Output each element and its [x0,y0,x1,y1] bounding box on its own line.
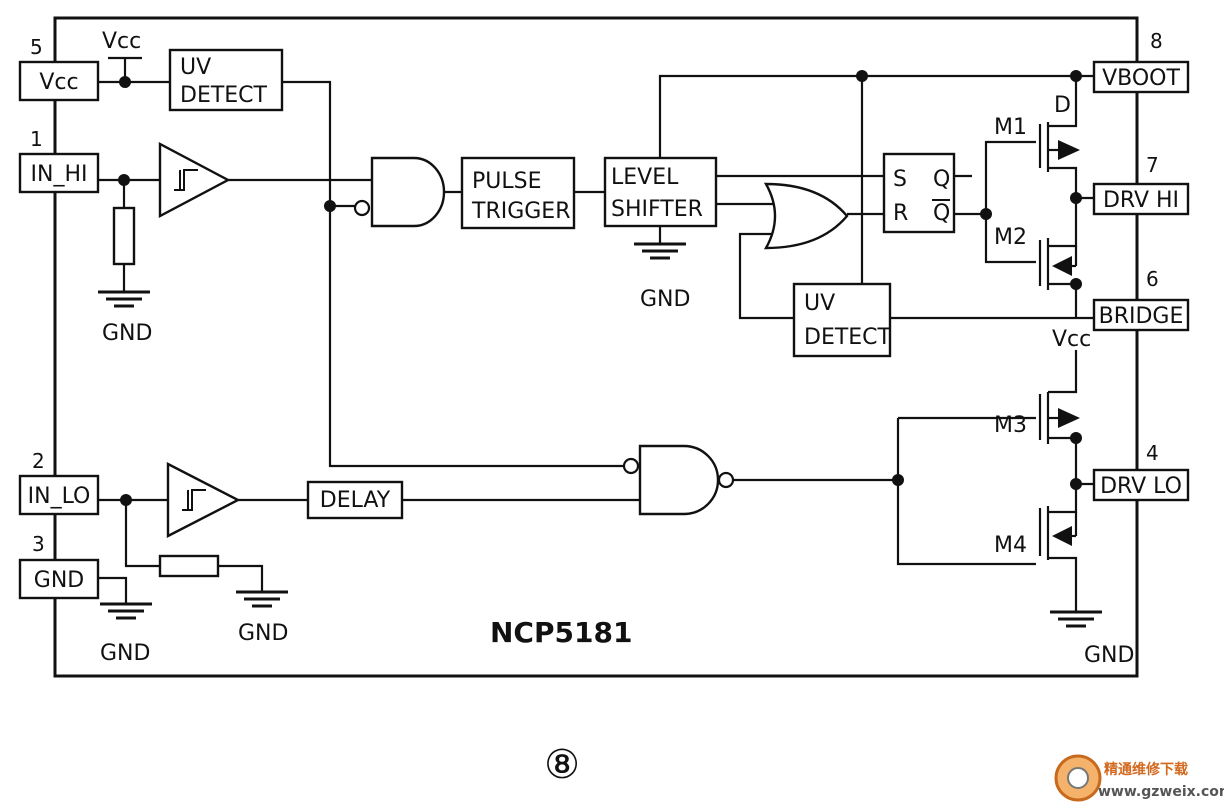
transistor-m1-label: M1 [994,115,1027,140]
gnd-label-level-shifter: GND [640,287,690,312]
pulse-trigger-line1: PULSE [472,169,542,194]
transistor-m3-label: M3 [994,413,1027,438]
pin-in-lo-number: 2 [32,449,45,473]
pin-vcc-number: 5 [30,35,43,59]
gnd-label-in-hi: GND [102,321,152,346]
pin-vcc: Vcc 5 [18,35,100,102]
pin-drv-lo-label: DRV LO [1100,474,1182,499]
nand-gate [622,444,735,516]
ground-symbols [96,242,1104,628]
gnd-label-low-side: GND [1084,643,1134,668]
pin-gnd-label: GND [34,568,84,593]
resistor-hi [112,206,136,266]
latch-r-label: R [893,201,908,226]
pin-drv-lo-number: 4 [1146,441,1159,465]
chip-outline [53,16,1139,678]
sr-latch: S R Q Q [882,152,956,234]
wires [98,56,1094,612]
uv-detect-top-line2: DETECT [180,83,268,108]
vcc-rail-label-right: Vcc [1052,327,1091,352]
latch-s-label: S [893,167,907,192]
pin-vboot-label: VBOOT [1102,66,1180,91]
pin-bridge: BRIDGE 6 [1092,267,1190,332]
watermark: 精通维修下载 www.gzweix.com [1054,754,1224,802]
delay-block: DELAY [306,480,404,520]
pin-drv-hi: DRV HI 7 [1092,153,1190,216]
pin-in-hi: IN_HI 1 [18,127,100,194]
level-shifter-block: LEVEL SHIFTER [603,156,718,228]
pin-in-hi-label: IN_HI [31,162,88,187]
level-shifter-line1: LEVEL [611,165,679,190]
chip-name: NCP5181 [490,616,632,649]
pin-vboot-number: 8 [1150,29,1163,53]
mosfet-arrows [1048,140,1080,546]
or-gate [763,182,849,250]
uv-detect-bottom-line1: UV [804,291,835,316]
watermark-line2: www.gzweix.com [1098,784,1224,800]
pin-drv-lo: DRV LO 4 [1092,441,1190,502]
figure-number: ⑧ [544,742,580,788]
uv-detect-bottom-line2: DETECT [804,325,892,350]
and-gate [353,156,446,228]
pin-drv-hi-label: DRV HI [1103,188,1179,213]
delay-label: DELAY [320,488,391,513]
level-shifter-line2: SHIFTER [611,197,703,222]
pin-bridge-number: 6 [1146,267,1159,291]
transistor-m4-label: M4 [994,533,1027,558]
vcc-rail-label-top: Vcc [102,29,141,54]
pin-gnd-number: 3 [32,532,45,556]
junction-dots [118,70,1082,506]
gnd-label-pin: GND [100,641,150,666]
pin-gnd: GND 3 [18,532,100,600]
pin-in-lo: IN_LO 2 [18,449,100,516]
transistor-m2-label: M2 [994,225,1027,250]
pulse-trigger-block: PULSE TRIGGER [460,156,576,230]
m1-drain-label: D [1054,93,1071,118]
pin-vcc-label: Vcc [39,70,78,95]
uv-detect-bottom-block: UV DETECT [792,282,892,358]
latch-q-label: Q [933,167,950,192]
resistor-lo [158,554,220,578]
pin-drv-hi-number: 7 [1146,153,1159,177]
uv-detect-top-block: UV DETECT [168,48,284,112]
watermark-line1: 精通维修下载 [1104,761,1188,778]
pulse-trigger-line2: TRIGGER [471,199,571,224]
pin-in-hi-number: 1 [30,127,43,151]
gnd-label-in-lo: GND [238,621,288,646]
pin-vboot: VBOOT 8 [1092,29,1190,94]
pin-bridge-label: BRIDGE [1099,304,1184,329]
latch-qbar-label: Q [933,201,950,226]
schmitt-buffer-lo [166,462,241,538]
pin-in-lo-label: IN_LO [28,484,91,509]
schmitt-buffer-hi [158,142,231,218]
uv-detect-top-line1: UV [180,55,211,80]
